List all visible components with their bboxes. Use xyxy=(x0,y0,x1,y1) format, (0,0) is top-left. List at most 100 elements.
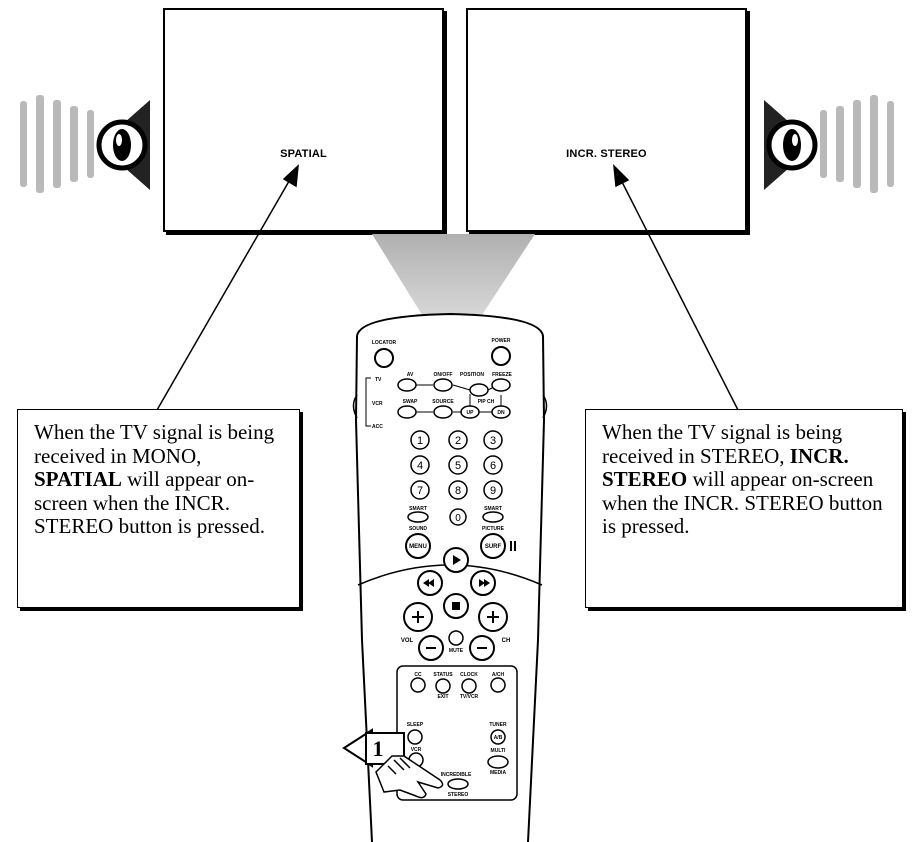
mute-button[interactable] xyxy=(448,630,464,646)
locator-button[interactable] xyxy=(374,348,394,368)
digit-label-4: 4 xyxy=(417,460,423,472)
digit-button-0[interactable] xyxy=(449,508,467,526)
label-position: POSITION xyxy=(460,372,484,378)
pointing-hand-icon xyxy=(375,755,444,799)
cc-button[interactable] xyxy=(410,677,426,693)
label-multi: MULTI xyxy=(491,748,507,754)
digit-label-9: 9 xyxy=(490,485,496,497)
av-button[interactable] xyxy=(397,378,417,392)
label-locator: LOCATOR xyxy=(372,340,397,346)
callout-right: When the TV signal is being received in … xyxy=(585,409,903,608)
label-cc: CC xyxy=(414,672,422,678)
incredible-stereo-button[interactable] xyxy=(447,778,469,790)
callout-arrows xyxy=(156,163,739,411)
screen-label-incr-stereo: INCR. STEREO xyxy=(566,148,647,160)
power-button[interactable] xyxy=(491,346,511,366)
speaker-right-icon xyxy=(764,95,894,193)
status-button[interactable] xyxy=(435,678,451,694)
digit-label-7: 7 xyxy=(417,485,423,497)
label-sound: SOUND xyxy=(409,526,427,532)
digit-label-8: 8 xyxy=(455,485,461,497)
screen-label-spatial: SPATIAL xyxy=(280,148,327,160)
digit-label-3: 3 xyxy=(490,435,496,447)
digit-label-5: 5 xyxy=(455,460,461,472)
swap-button[interactable] xyxy=(397,405,417,419)
stop-icon xyxy=(452,602,460,610)
label-smart-left: SMART xyxy=(409,506,427,512)
digit-button-8[interactable] xyxy=(448,480,468,500)
up-button[interactable] xyxy=(460,405,480,419)
source-button[interactable] xyxy=(433,405,453,419)
callout-right-bold: INCR. STEREO xyxy=(602,443,849,491)
label-ach: A/CH xyxy=(492,672,505,678)
label-pipch: PIP CH xyxy=(478,399,495,405)
digit-label-6: 6 xyxy=(490,460,496,472)
label-av: AV xyxy=(407,372,414,378)
fast-forward-icon xyxy=(479,579,490,587)
plus-icon xyxy=(412,611,424,623)
label-swap: SWAP xyxy=(403,399,418,405)
tuner-button[interactable] xyxy=(490,729,506,745)
callout-right-text-2: will appear on-screen when the INCR. STE… xyxy=(602,467,883,538)
label-clock: CLOCK xyxy=(460,672,478,678)
label-media: MEDIA xyxy=(490,770,507,776)
label-ch: CH xyxy=(502,638,511,644)
label-up: UP xyxy=(467,410,475,416)
label-surf: SURF xyxy=(485,544,502,550)
digit-button-7[interactable] xyxy=(410,480,430,500)
callout-right-text-1: When the TV signal is being received in … xyxy=(602,420,843,468)
label-vcr-button: VCR xyxy=(411,747,422,753)
callout-left-text-1: When the TV signal is being received in … xyxy=(34,420,275,468)
play-icon xyxy=(453,555,461,565)
onoff-button[interactable] xyxy=(433,378,453,392)
rewind-icon xyxy=(423,579,434,587)
digit-label-2: 2 xyxy=(455,435,461,447)
digit-label-1: 1 xyxy=(417,435,423,447)
digit-button-1[interactable] xyxy=(410,430,430,450)
arrowhead-right-icon xyxy=(613,163,630,188)
dn-button[interactable] xyxy=(491,405,511,419)
label-source: SOURCE xyxy=(432,399,454,405)
multimedia-button[interactable] xyxy=(487,755,509,769)
digit-button-2[interactable] xyxy=(448,430,468,450)
pip-button[interactable] xyxy=(469,383,489,397)
menu-button[interactable] xyxy=(405,533,431,559)
surf-button[interactable] xyxy=(480,533,506,559)
arrow-right xyxy=(619,177,739,411)
tv-screen-left: SPATIAL xyxy=(163,8,444,232)
digit-button-6[interactable] xyxy=(483,455,503,475)
digit-button-9[interactable] xyxy=(483,480,503,500)
digit-button-4[interactable] xyxy=(410,455,430,475)
plus-icon xyxy=(487,611,499,623)
label-incredible: INCREDIBLE xyxy=(441,772,472,778)
arrow-left xyxy=(156,175,293,411)
smart-sound-button[interactable] xyxy=(407,511,429,523)
label-sleep: SLEEP xyxy=(407,722,424,728)
callout-left: When the TV signal is being received in … xyxy=(17,409,300,608)
label-tuner: TUNER xyxy=(489,722,507,728)
tv-screen-right: INCR. STEREO xyxy=(466,8,747,232)
digit-label-0: 0 xyxy=(455,513,461,524)
callout-left-bold: SPATIAL xyxy=(34,467,122,491)
sleep-button[interactable] xyxy=(407,729,423,745)
label-exit: EXIT xyxy=(437,694,448,700)
label-tv: TV xyxy=(375,377,382,383)
label-dn: DN xyxy=(497,410,505,416)
label-tvvcr: TV/VCR xyxy=(460,694,479,700)
label-status: STATUS xyxy=(433,672,453,678)
digit-button-3[interactable] xyxy=(483,430,503,450)
label-vol: VOL xyxy=(401,638,414,644)
digit-button-5[interactable] xyxy=(448,455,468,475)
label-mute: MUTE xyxy=(449,648,464,654)
ach-button[interactable] xyxy=(490,677,506,693)
smart-picture-button[interactable] xyxy=(482,511,504,523)
pause-icon xyxy=(510,541,516,551)
clock-button[interactable] xyxy=(461,678,477,694)
label-freeze: FREEZE xyxy=(492,372,512,378)
callout-left-text-2: will appear on-screen when the INCR. STE… xyxy=(34,467,265,538)
label-stereo: STEREO xyxy=(448,792,469,798)
label-vcr: VCR xyxy=(372,401,383,407)
projection-beam xyxy=(372,234,535,318)
freeze-button[interactable] xyxy=(491,378,511,392)
